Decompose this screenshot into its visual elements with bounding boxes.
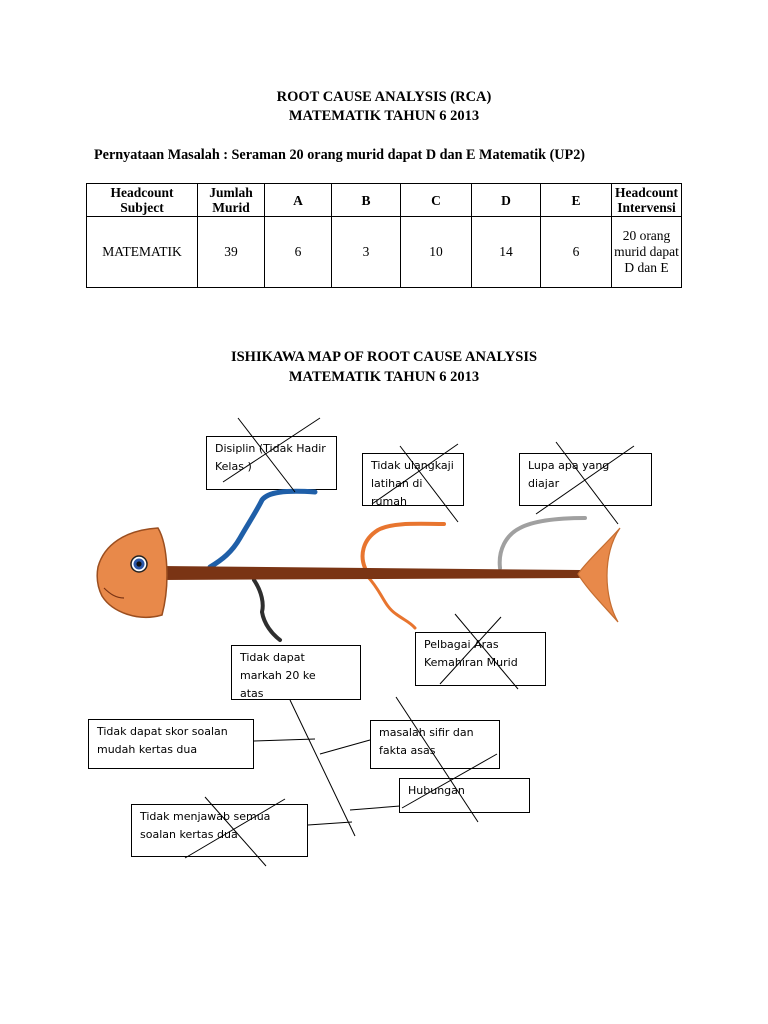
- cause-box-tidak-menjawab: Tidak menjawab semua soalan kertas dua: [131, 804, 308, 857]
- cause-text-disiplin: Disiplin (Tidak Hadir Kelas ): [215, 442, 326, 473]
- fish-eye-icon: [130, 555, 148, 573]
- table-header-row: Headcount Subject Jumlah Murid A B C D E…: [86, 183, 682, 217]
- cause-text-tidak-dapat-skor: Tidak dapat skor soalan mudah kertas dua: [97, 725, 228, 756]
- header-headcount-subject: Headcount Subject: [86, 183, 198, 217]
- cause-text-lupa: Lupa apa yang diajar: [528, 459, 610, 490]
- cause-box-hubungan: Hubungan: [399, 778, 530, 813]
- cause-text-pelbagai-aras: Pelbagai Aras Kemahiran Murid: [424, 638, 518, 669]
- cause-text-masalah-sifir: masalah sifir dan fakta asas: [379, 726, 474, 757]
- cause-text-tidak-ulangkaji: Tidak ulangkaji latihan di rumah: [371, 459, 454, 508]
- fish-spine: [160, 566, 580, 580]
- fish-head: [96, 527, 168, 619]
- document-subtitle: MATEMATIK TAHUN 6 2013: [288, 108, 480, 124]
- bone-blue: [207, 488, 318, 570]
- bone-orange-upper: [360, 521, 446, 570]
- fish-mouth: [103, 587, 125, 599]
- cell-grade-b: 3: [331, 216, 401, 288]
- problem-statement: Pernyataan Masalah : Seraman 20 orang mu…: [94, 147, 586, 163]
- document-title: ROOT CAUSE ANALYSIS (RCA): [276, 89, 492, 105]
- cause-text-tidak-menjawab: Tidak menjawab semua soalan kertas dua: [140, 810, 271, 841]
- headcount-table: Headcount Subject Jumlah Murid A B C D E…: [86, 183, 682, 288]
- bone-gray: [497, 516, 587, 570]
- cause-box-pelbagai-aras: Pelbagai Aras Kemahiran Murid: [415, 632, 546, 686]
- cell-grade-d: 14: [471, 216, 541, 288]
- fishbone-connectors: [253, 699, 401, 837]
- table-row: MATEMATIK 39 6 3 10 14 6 20 orang murid …: [86, 216, 682, 288]
- bone-orange-lower: [366, 575, 417, 630]
- strike-through-marks: [184, 417, 635, 867]
- header-grade-e: E: [540, 183, 612, 217]
- ishikawa-title: ISHIKAWA MAP OF ROOT CAUSE ANALYSIS: [230, 349, 538, 365]
- cell-subject: MATEMATIK: [86, 216, 198, 288]
- fish-tail: [577, 527, 621, 623]
- header-grade-d: D: [471, 183, 541, 217]
- cause-box-disiplin: Disiplin (Tidak Hadir Kelas ): [206, 436, 337, 490]
- cause-box-tidak-ulangkaji: Tidak ulangkaji latihan di rumah: [362, 453, 464, 508]
- bone-dark: [252, 578, 282, 642]
- cell-grade-a: 6: [264, 216, 332, 288]
- cause-box-tidak-dapat-markah: Tidak dapat markah 20 ke atas: [231, 645, 361, 700]
- cell-intervensi: 20 orang murid dapat D dan E: [611, 216, 682, 288]
- cause-box-tidak-dapat-skor: Tidak dapat skor soalan mudah kertas dua: [88, 719, 254, 769]
- cause-text-hubungan: Hubungan: [408, 784, 465, 797]
- header-headcount-intervensi: Headcount Intervensi: [611, 183, 682, 217]
- cause-box-lupa: Lupa apa yang diajar: [519, 453, 652, 506]
- cell-jumlah-murid: 39: [197, 216, 265, 288]
- cell-grade-e: 6: [540, 216, 612, 288]
- ishikawa-subtitle: MATEMATIK TAHUN 6 2013: [288, 369, 480, 385]
- header-grade-b: B: [331, 183, 401, 217]
- header-grade-a: A: [264, 183, 332, 217]
- cause-box-masalah-sifir: masalah sifir dan fakta asas: [370, 720, 500, 769]
- cell-grade-c: 10: [400, 216, 472, 288]
- cause-text-tidak-dapat-markah: Tidak dapat markah 20 ke atas: [240, 651, 316, 700]
